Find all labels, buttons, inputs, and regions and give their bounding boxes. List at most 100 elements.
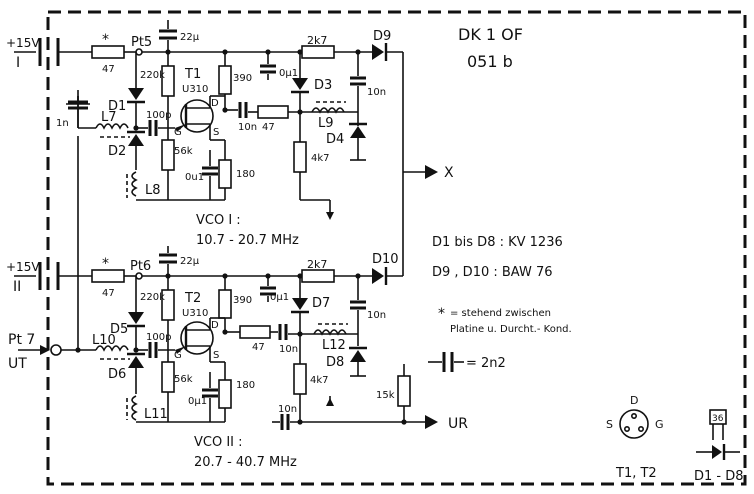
t1-pin-s: S: [213, 127, 219, 138]
diode-d6-symbol: [128, 356, 144, 368]
supply-roman-1: I: [16, 55, 20, 71]
d10-label: D10: [372, 252, 399, 267]
resistor-47-mid-2: [239, 325, 271, 339]
r-2k7-1-label: 2k7: [307, 34, 327, 47]
resistor-47-mid-1: [257, 105, 289, 119]
d1-label: D1: [108, 99, 126, 114]
t2-pin-g: G: [174, 350, 182, 361]
pinout-g: G: [655, 418, 664, 431]
t2-pin-s: S: [213, 350, 219, 361]
output-ur-label: UR: [448, 416, 468, 432]
resistor-56k-2: [161, 361, 175, 393]
inductor-l11: [131, 395, 138, 421]
c22u-1-label: 22µ: [180, 32, 200, 43]
t1-pin-d: D: [211, 98, 219, 109]
supply-voltage-2: +15V: [6, 260, 40, 274]
star-1: *: [102, 32, 109, 48]
resistor-4k7-2: [293, 363, 307, 395]
t1-label: T1: [184, 67, 201, 82]
l7-label: L7: [101, 110, 117, 125]
diode-package-icon: [709, 409, 727, 425]
jfet-t2: [180, 321, 214, 355]
r56k-2-label: 56k: [174, 374, 193, 385]
t2-pin-d: D: [211, 320, 219, 331]
d6-label: D6: [108, 367, 126, 382]
r390-1-label: 390: [233, 73, 252, 84]
output-ur-arrow: [425, 415, 438, 429]
diode-code: 36: [712, 414, 724, 424]
d5-label: D5: [110, 322, 128, 337]
r220k-1-label: 220k: [140, 70, 165, 81]
diode-caption: D1 - D8: [694, 469, 744, 484]
note-diodes-2: D9 , D10 : BAW 76: [432, 265, 553, 280]
c10n-right-2-label: 10n: [367, 310, 386, 321]
note-star-line-1: = stehend zwischen: [450, 308, 551, 319]
vco2-range: 20.7 - 40.7 MHz: [194, 455, 297, 470]
inductor-l12: [313, 329, 347, 336]
vco1-title: VCO I :: [196, 213, 241, 228]
r4k7-1-label: 4k7: [311, 153, 330, 164]
diode-d1-symbol: [128, 88, 144, 100]
pinout-d: D: [630, 394, 638, 407]
inductor-l9: [311, 107, 345, 114]
d8-label: D8: [326, 355, 344, 370]
jfet-t1: [180, 99, 214, 133]
c0u1-1-label: 0µ1: [279, 68, 298, 79]
inductor-l7: [95, 123, 129, 130]
l9-label: L9: [318, 116, 334, 131]
supply-roman-2: II: [13, 279, 21, 295]
note-star-line-2: Platine u. Durcht.- Kond.: [450, 324, 572, 335]
resistor-180-1: [218, 159, 232, 189]
c0u1-src-2-label: 0µ1: [188, 396, 207, 407]
pt5-label: Pt5: [131, 35, 152, 50]
c0u1-2-label: 0µ1: [270, 292, 289, 303]
c100p-2-label: 100p: [146, 332, 171, 343]
r180-2-label: 180: [236, 380, 255, 391]
d4-label: D4: [326, 132, 344, 147]
resistor-390-2: [218, 289, 232, 319]
note-feedthrough: = 2n2: [466, 356, 506, 371]
supply-voltage-1: +15V: [6, 36, 40, 50]
r-supply-1-label: 47: [102, 64, 115, 75]
test-point-pt7: [50, 344, 62, 356]
note-star: *: [438, 306, 445, 322]
resistor-15k: [397, 375, 411, 407]
resistor-390-1: [218, 65, 232, 95]
diode-d10-symbol: [372, 268, 384, 284]
d3-label: D3: [314, 78, 332, 93]
pinout-caption: T1, T2: [615, 466, 657, 481]
resistor-4k7-1: [293, 141, 307, 173]
note-diodes-1: D1 bis D8 : KV 1236: [432, 235, 563, 250]
d2-label: D2: [108, 144, 126, 159]
c22u-2-label: 22µ: [180, 256, 200, 267]
diode-d8-symbol: [350, 350, 366, 362]
enclosure-frame: [46, 10, 747, 486]
diode-d4-symbol: [350, 126, 366, 138]
ut-label: UT: [8, 356, 27, 372]
l11-label: L11: [144, 407, 168, 422]
r390-2-label: 390: [233, 295, 252, 306]
d7-label: D7: [312, 296, 330, 311]
pinout-s: S: [606, 418, 613, 431]
l12-label: L12: [322, 338, 346, 353]
l10-label: L10: [92, 333, 116, 348]
title-line-1: DK 1 OF: [458, 25, 523, 44]
diode-d9-symbol: [372, 44, 384, 60]
c10n-mid-1-label: 10n: [238, 122, 257, 133]
pt7-label: Pt 7: [8, 332, 35, 348]
diode-d2-symbol: [128, 134, 144, 146]
vco2-title: VCO II :: [194, 435, 243, 450]
vco1-range: 10.7 - 20.7 MHz: [196, 233, 299, 248]
inductor-l8: [131, 171, 138, 197]
resistor-56k-1: [161, 139, 175, 171]
r180-1-label: 180: [236, 169, 255, 180]
r15k-label: 15k: [376, 390, 395, 401]
d9-label: D9: [373, 29, 391, 44]
diode-d3-symbol: [292, 78, 308, 90]
t1-pin-g: G: [174, 127, 182, 138]
star-2: *: [102, 256, 109, 272]
t1-type-label: U310: [182, 84, 208, 95]
r220k-2-label: 220k: [140, 292, 165, 303]
r47-mid-2-label: 47: [252, 342, 265, 353]
